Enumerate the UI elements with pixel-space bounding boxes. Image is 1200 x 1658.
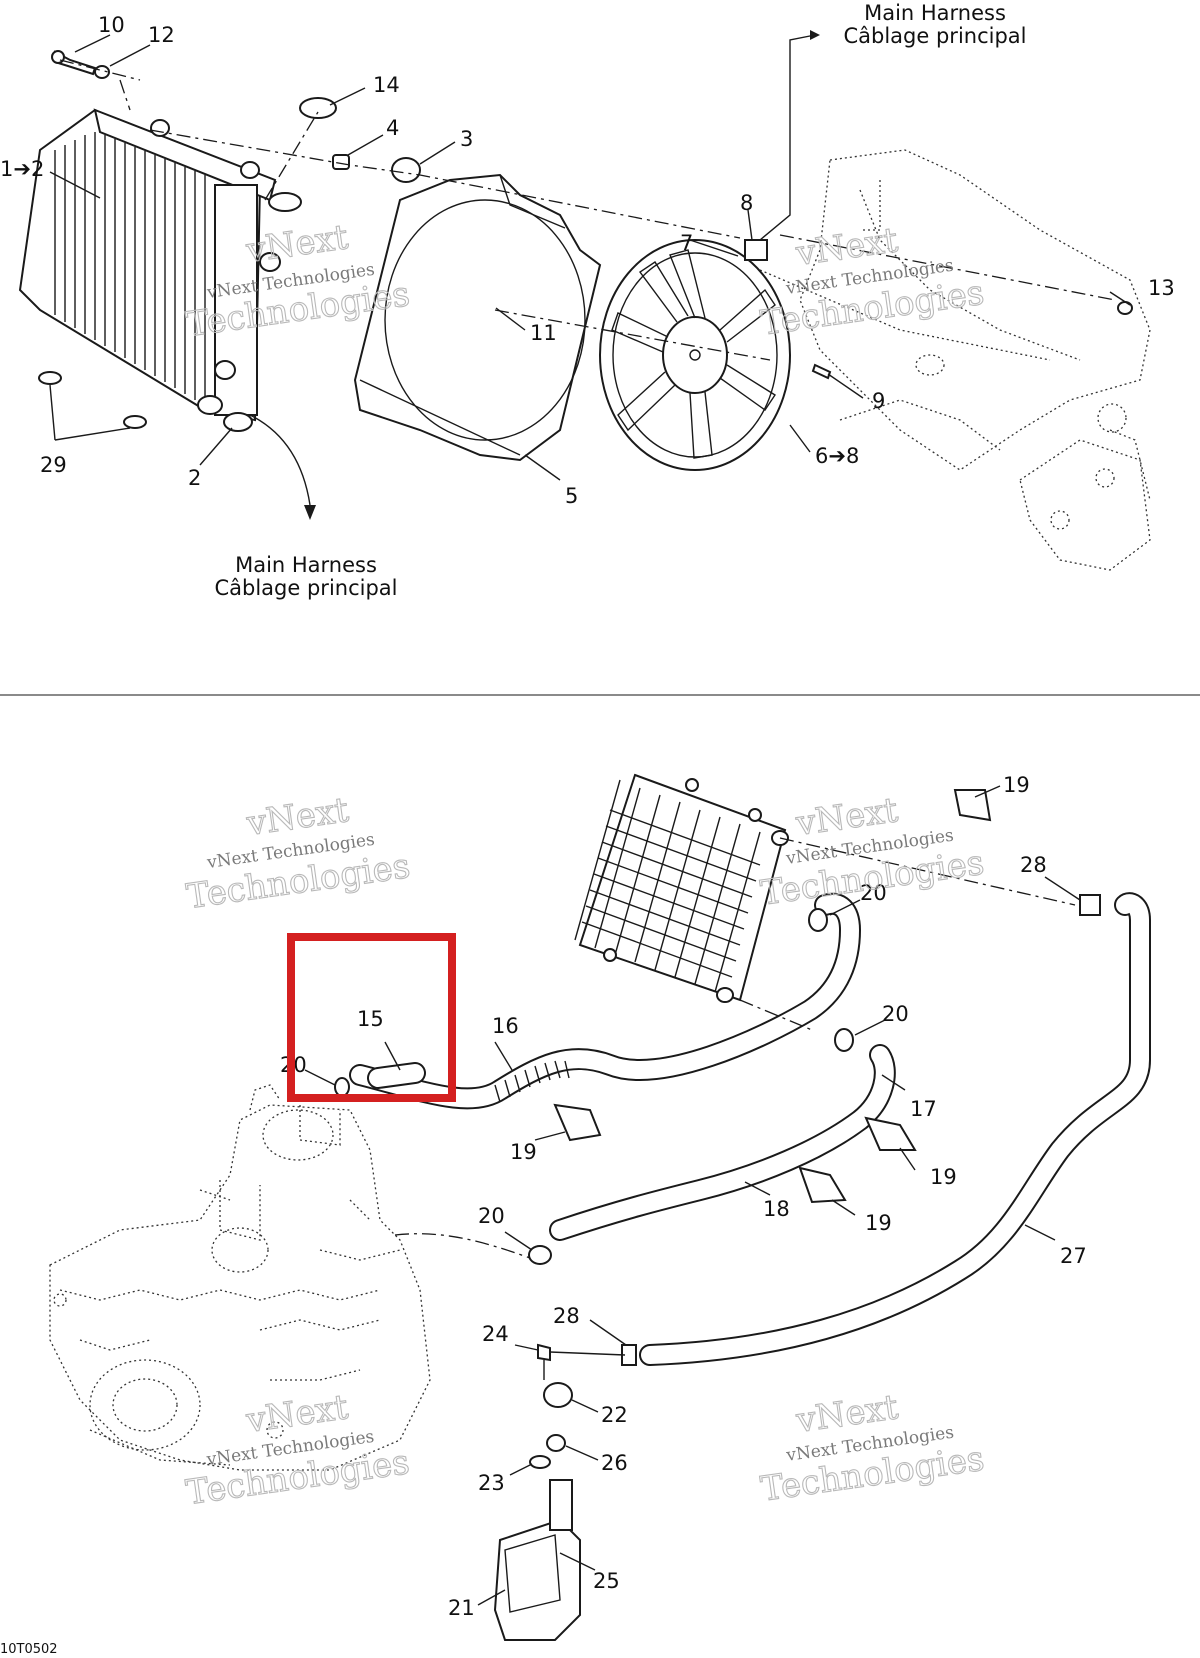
plug-26 [546,1434,566,1452]
leader-lines-top [49,34,1131,481]
label-11: 11 [530,321,557,345]
label-17: 17 [910,1097,937,1121]
watermark-bottom-right: vNext vNext Technologies Technologies [758,1387,988,1511]
label-27: 27 [1060,1244,1087,1268]
assembly-lines-bottom [394,837,1076,1259]
assembly-lines-top [59,59,1116,361]
cooling-fan [599,239,791,471]
label-20b: 20 [860,881,887,905]
grommet-23 [529,1455,551,1469]
labels-top: 10 12 14 4 3 1➔2 8 7 11 13 9 6➔8 5 29 2 [0,13,1175,508]
engine [49,1084,431,1471]
clamp-20d [528,1245,552,1265]
clamp-20b [808,908,828,932]
harness-note-bottom: Main Harness Câblage principal [214,553,397,600]
label-6-8: 6➔8 [815,444,859,468]
harness-arrow-top [759,30,820,241]
clamp-19a [953,789,992,822]
label-26: 26 [601,1451,628,1475]
pressure-cap-14 [299,97,337,119]
clip-28a [1079,894,1101,916]
label-23: 23 [478,1471,505,1495]
screw-10 [51,50,97,76]
grommet-3 [391,157,421,183]
leader-lines-bottom [304,785,1081,1606]
hose-18 [549,1044,896,1241]
label-8: 8 [740,191,753,215]
label-25: 25 [593,1569,620,1593]
label-22: 22 [601,1403,628,1427]
hose-16 [349,892,861,1110]
screw-9 [811,363,832,380]
watermark-bottom-engine: vNext vNext Technologies Technologies [183,1387,413,1514]
radiator-bottom [574,773,789,1003]
harness-top-fr: Câblage principal [843,24,1026,48]
label-1-2: 1➔2 [0,157,44,181]
bottom-assembly: 15 16 20 19 28 20 20 17 19 19 18 20 19 2… [49,773,1151,1641]
label-12: 12 [148,23,175,47]
fitting-24 [537,1343,551,1362]
label-29: 29 [40,453,67,477]
watermark-bottom-center: vNext vNext Technologies Technologies [758,790,988,915]
label-14: 14 [373,73,400,97]
label-19c: 19 [930,1165,957,1189]
harness-bottom-fr: Câblage principal [214,576,397,600]
label-24: 24 [482,1322,509,1346]
clamp-19b [553,1103,602,1142]
clamp-19d [798,1166,847,1204]
label-13: 13 [1148,276,1175,300]
label-19a: 19 [1003,773,1030,797]
harness-arrow-bottom [249,414,316,520]
top-assembly: 10 12 14 4 3 1➔2 8 7 11 13 9 6➔8 5 29 2 … [0,1,1175,600]
label-15: 15 [357,1007,384,1031]
labels-bottom: 15 16 20 19 28 20 20 17 19 19 18 20 19 2… [280,773,1087,1620]
watermark-bottom-left: vNext vNext Technologies Technologies [184,790,414,918]
label-10: 10 [98,13,125,37]
label-19d: 19 [865,1211,892,1235]
clamp-20a [334,1077,350,1097]
fan-shroud [353,173,602,462]
label-3: 3 [460,127,473,151]
label-7: 7 [680,231,693,255]
sleeve-4 [332,154,350,170]
watermark-top-right: vNext vNext Technologies Technologies [758,220,988,345]
clamp-20c [834,1028,854,1052]
reservoir-cap-22 [543,1382,573,1408]
harness-note-top: Main Harness Câblage principal [843,1,1026,48]
label-21: 21 [448,1596,475,1620]
label-5: 5 [565,484,578,508]
label-28b: 28 [553,1304,580,1328]
nut-13 [1117,301,1133,315]
label-20c: 20 [882,1002,909,1026]
label-4: 4 [386,116,399,140]
hose-27 [639,892,1151,1366]
radiator [18,108,302,432]
label-20d: 20 [478,1204,505,1228]
harness-top-en: Main Harness [864,1,1006,25]
label-9: 9 [872,389,885,413]
label-16: 16 [492,1014,519,1038]
drawing-code: 10T0502 [0,1642,58,1657]
label-19b: 19 [510,1140,537,1164]
label-28a: 28 [1020,853,1047,877]
vehicle-frame [759,149,1151,571]
clip-28b [621,1344,637,1366]
highlight-box [287,933,456,1102]
clamp-19c [864,1116,917,1151]
label-18: 18 [763,1197,790,1221]
label-2: 2 [188,466,201,490]
harness-bottom-en: Main Harness [235,553,377,577]
overflow-tank [493,1343,626,1641]
